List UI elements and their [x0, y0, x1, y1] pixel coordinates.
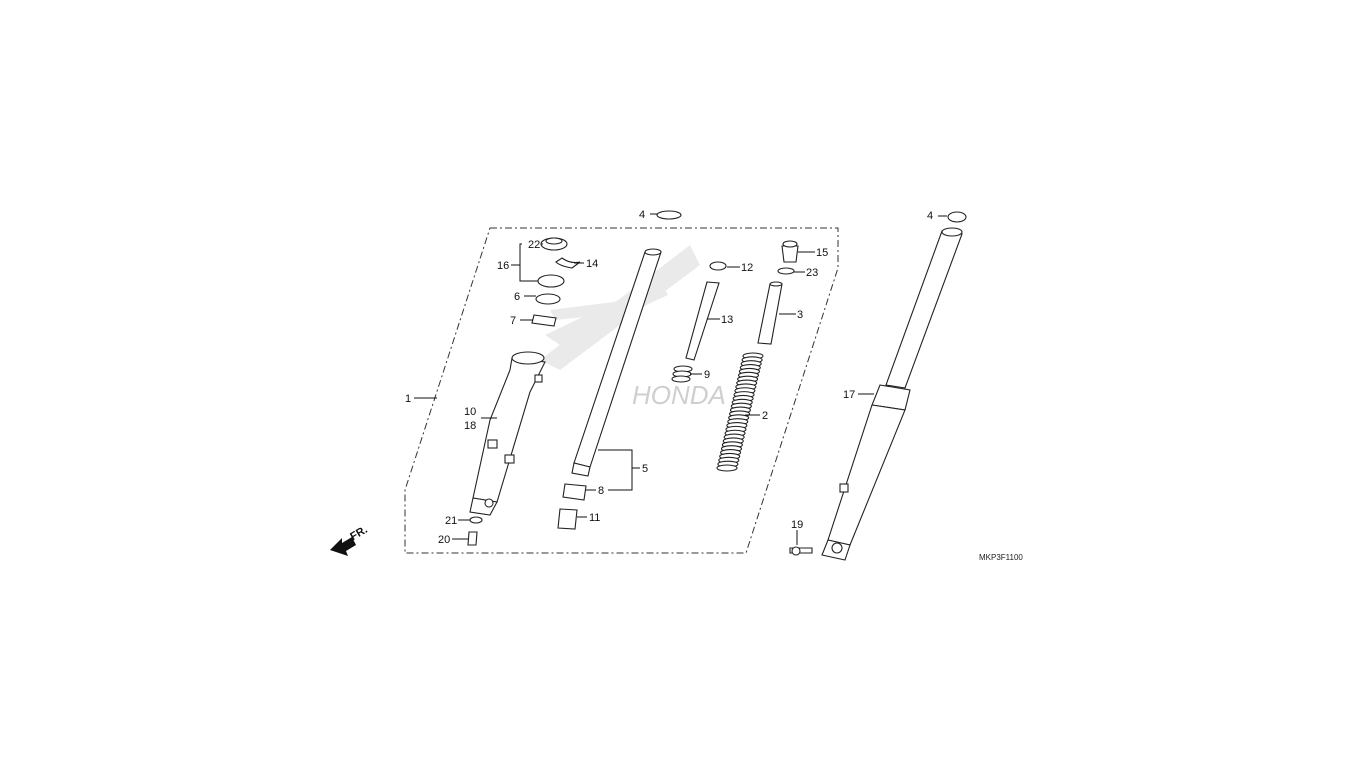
diagram-code: MKP3F1100: [979, 553, 1023, 562]
assembly-boundary: [404, 227, 839, 554]
o-ring-4: [656, 210, 682, 220]
dust-seal-inner: [545, 237, 563, 245]
callout-9: 9: [704, 369, 710, 381]
guide-bushing: [531, 314, 557, 327]
callout-8: 8: [598, 485, 604, 497]
callouts: 4 22 16 14 6 7 1 10 18 21 20 5 8 11 12 1…: [405, 209, 1023, 562]
callout-22: 22: [528, 239, 540, 251]
fork-bolt: [781, 245, 799, 263]
o-ring: [777, 267, 795, 275]
callout-18: 18: [464, 420, 476, 432]
callout-20: 20: [438, 534, 450, 546]
callout-16: 16: [497, 260, 509, 272]
callout-14: 14: [586, 258, 598, 270]
fork-outer-tube: [469, 351, 546, 516]
callout-17: 17: [843, 389, 855, 401]
socket-bolt: [467, 531, 478, 546]
piston-ring: [709, 261, 727, 271]
callout-6: 6: [514, 291, 520, 303]
spring-coil: [716, 464, 738, 472]
callout-10: 10: [464, 406, 476, 418]
fork-spring: [716, 352, 764, 472]
callout-15: 15: [816, 247, 828, 259]
back-up-ring: [535, 293, 561, 305]
slider-bushing: [562, 483, 587, 501]
callout-2: 2: [762, 410, 768, 422]
callout-13: 13: [721, 314, 733, 326]
assembled-fork: [821, 227, 963, 561]
callout-5: 5: [642, 463, 648, 475]
fr-label: FR.: [348, 524, 369, 543]
axle-pinch-bolt-head: [791, 546, 801, 556]
front-direction-arrow[interactable]: FR.: [330, 524, 370, 556]
spring-collar-top: [769, 281, 783, 287]
callout-11: 11: [589, 512, 600, 524]
callout-21: 21: [445, 515, 457, 527]
watermark-text: HONDA: [632, 380, 726, 410]
callout-4-right: 4: [927, 210, 933, 222]
fork-pipe: [571, 248, 662, 477]
fork-bolt-top: [782, 240, 798, 248]
spring-collar: [757, 283, 783, 345]
leader-lines: [414, 213, 947, 545]
fork-piston: [685, 281, 720, 361]
sealing-washer: [469, 516, 483, 524]
callout-1: 1: [405, 393, 411, 405]
callout-4: 4: [639, 209, 645, 221]
callout-23: 23: [806, 267, 818, 279]
callout-3: 3: [797, 309, 803, 321]
callout-19: 19: [791, 519, 803, 531]
oil-lock-piece: [557, 508, 578, 530]
o-ring-4-right: [947, 211, 967, 223]
callout-7: 7: [510, 315, 516, 327]
callout-12: 12: [741, 262, 753, 274]
stopper-ring: [555, 257, 581, 269]
oil-seal: [537, 274, 565, 288]
